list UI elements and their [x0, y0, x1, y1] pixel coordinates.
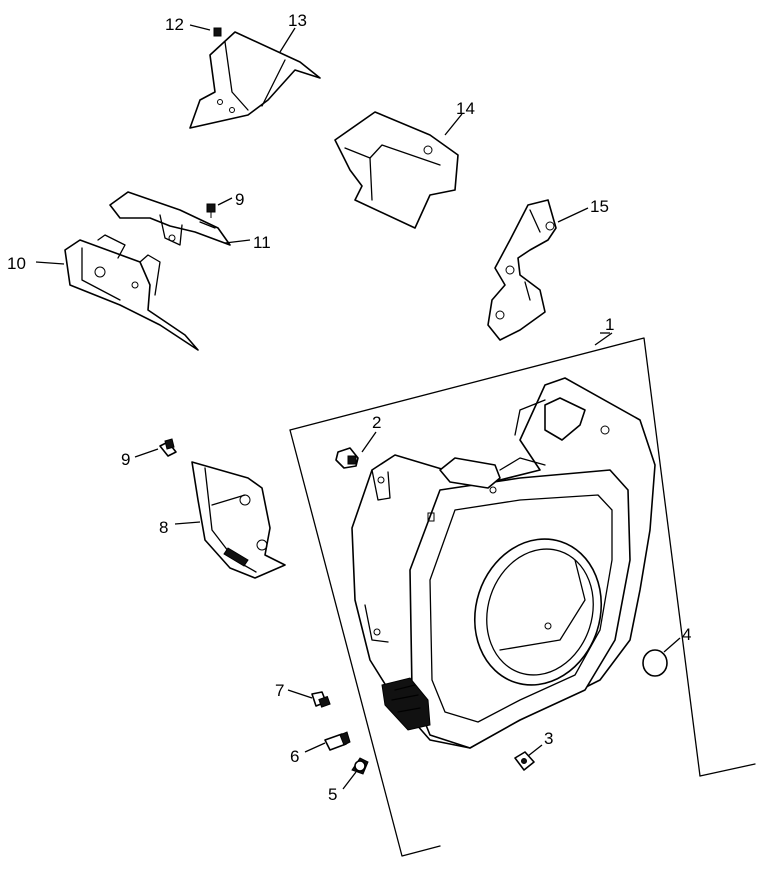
- callout-13: 13: [288, 11, 307, 30]
- part-5-screw: [351, 757, 369, 775]
- assembly-outline: [289, 337, 701, 777]
- blower-housing: [351, 377, 656, 749]
- part-11-cover: [109, 191, 231, 246]
- callout-14: 14: [456, 99, 475, 118]
- part-15-bracket: [487, 199, 557, 341]
- callout-9-upper: 9: [235, 190, 244, 209]
- callout-labels: 1 2 3 4 5 6 7 8 9 9 10 11 12 13 14 15: [7, 11, 691, 804]
- part-3-square-nut: [514, 751, 535, 771]
- callout-15: 15: [590, 197, 609, 216]
- part-9-screw-lower: [159, 438, 177, 457]
- callout-5: 5: [328, 785, 337, 804]
- callout-6: 6: [290, 747, 299, 766]
- callout-1: 1: [605, 315, 614, 334]
- callout-3: 3: [544, 729, 553, 748]
- callout-2: 2: [372, 413, 381, 432]
- callout-7: 7: [275, 681, 284, 700]
- part-7-screw: [311, 691, 331, 708]
- callout-11: 11: [253, 233, 271, 252]
- part-14-cover: [334, 111, 459, 229]
- callout-4: 4: [682, 625, 691, 644]
- part-2-clip-nut: [335, 447, 359, 469]
- part-6-bolt: [324, 731, 351, 751]
- part-4-plug: [642, 649, 668, 677]
- part-9-screw-upper: [206, 203, 216, 218]
- callout-12: 12: [165, 15, 184, 34]
- leader-lines: [35, 24, 681, 790]
- callout-8: 8: [159, 518, 168, 537]
- assembly-outline-lower: [289, 429, 441, 857]
- part-10-cover: [64, 234, 199, 351]
- part-12-screw: [213, 27, 222, 37]
- callout-10: 10: [7, 254, 26, 273]
- part-13-cover: [189, 31, 321, 129]
- part-8-bracket: [191, 461, 286, 579]
- callout-9-lower: 9: [121, 450, 130, 469]
